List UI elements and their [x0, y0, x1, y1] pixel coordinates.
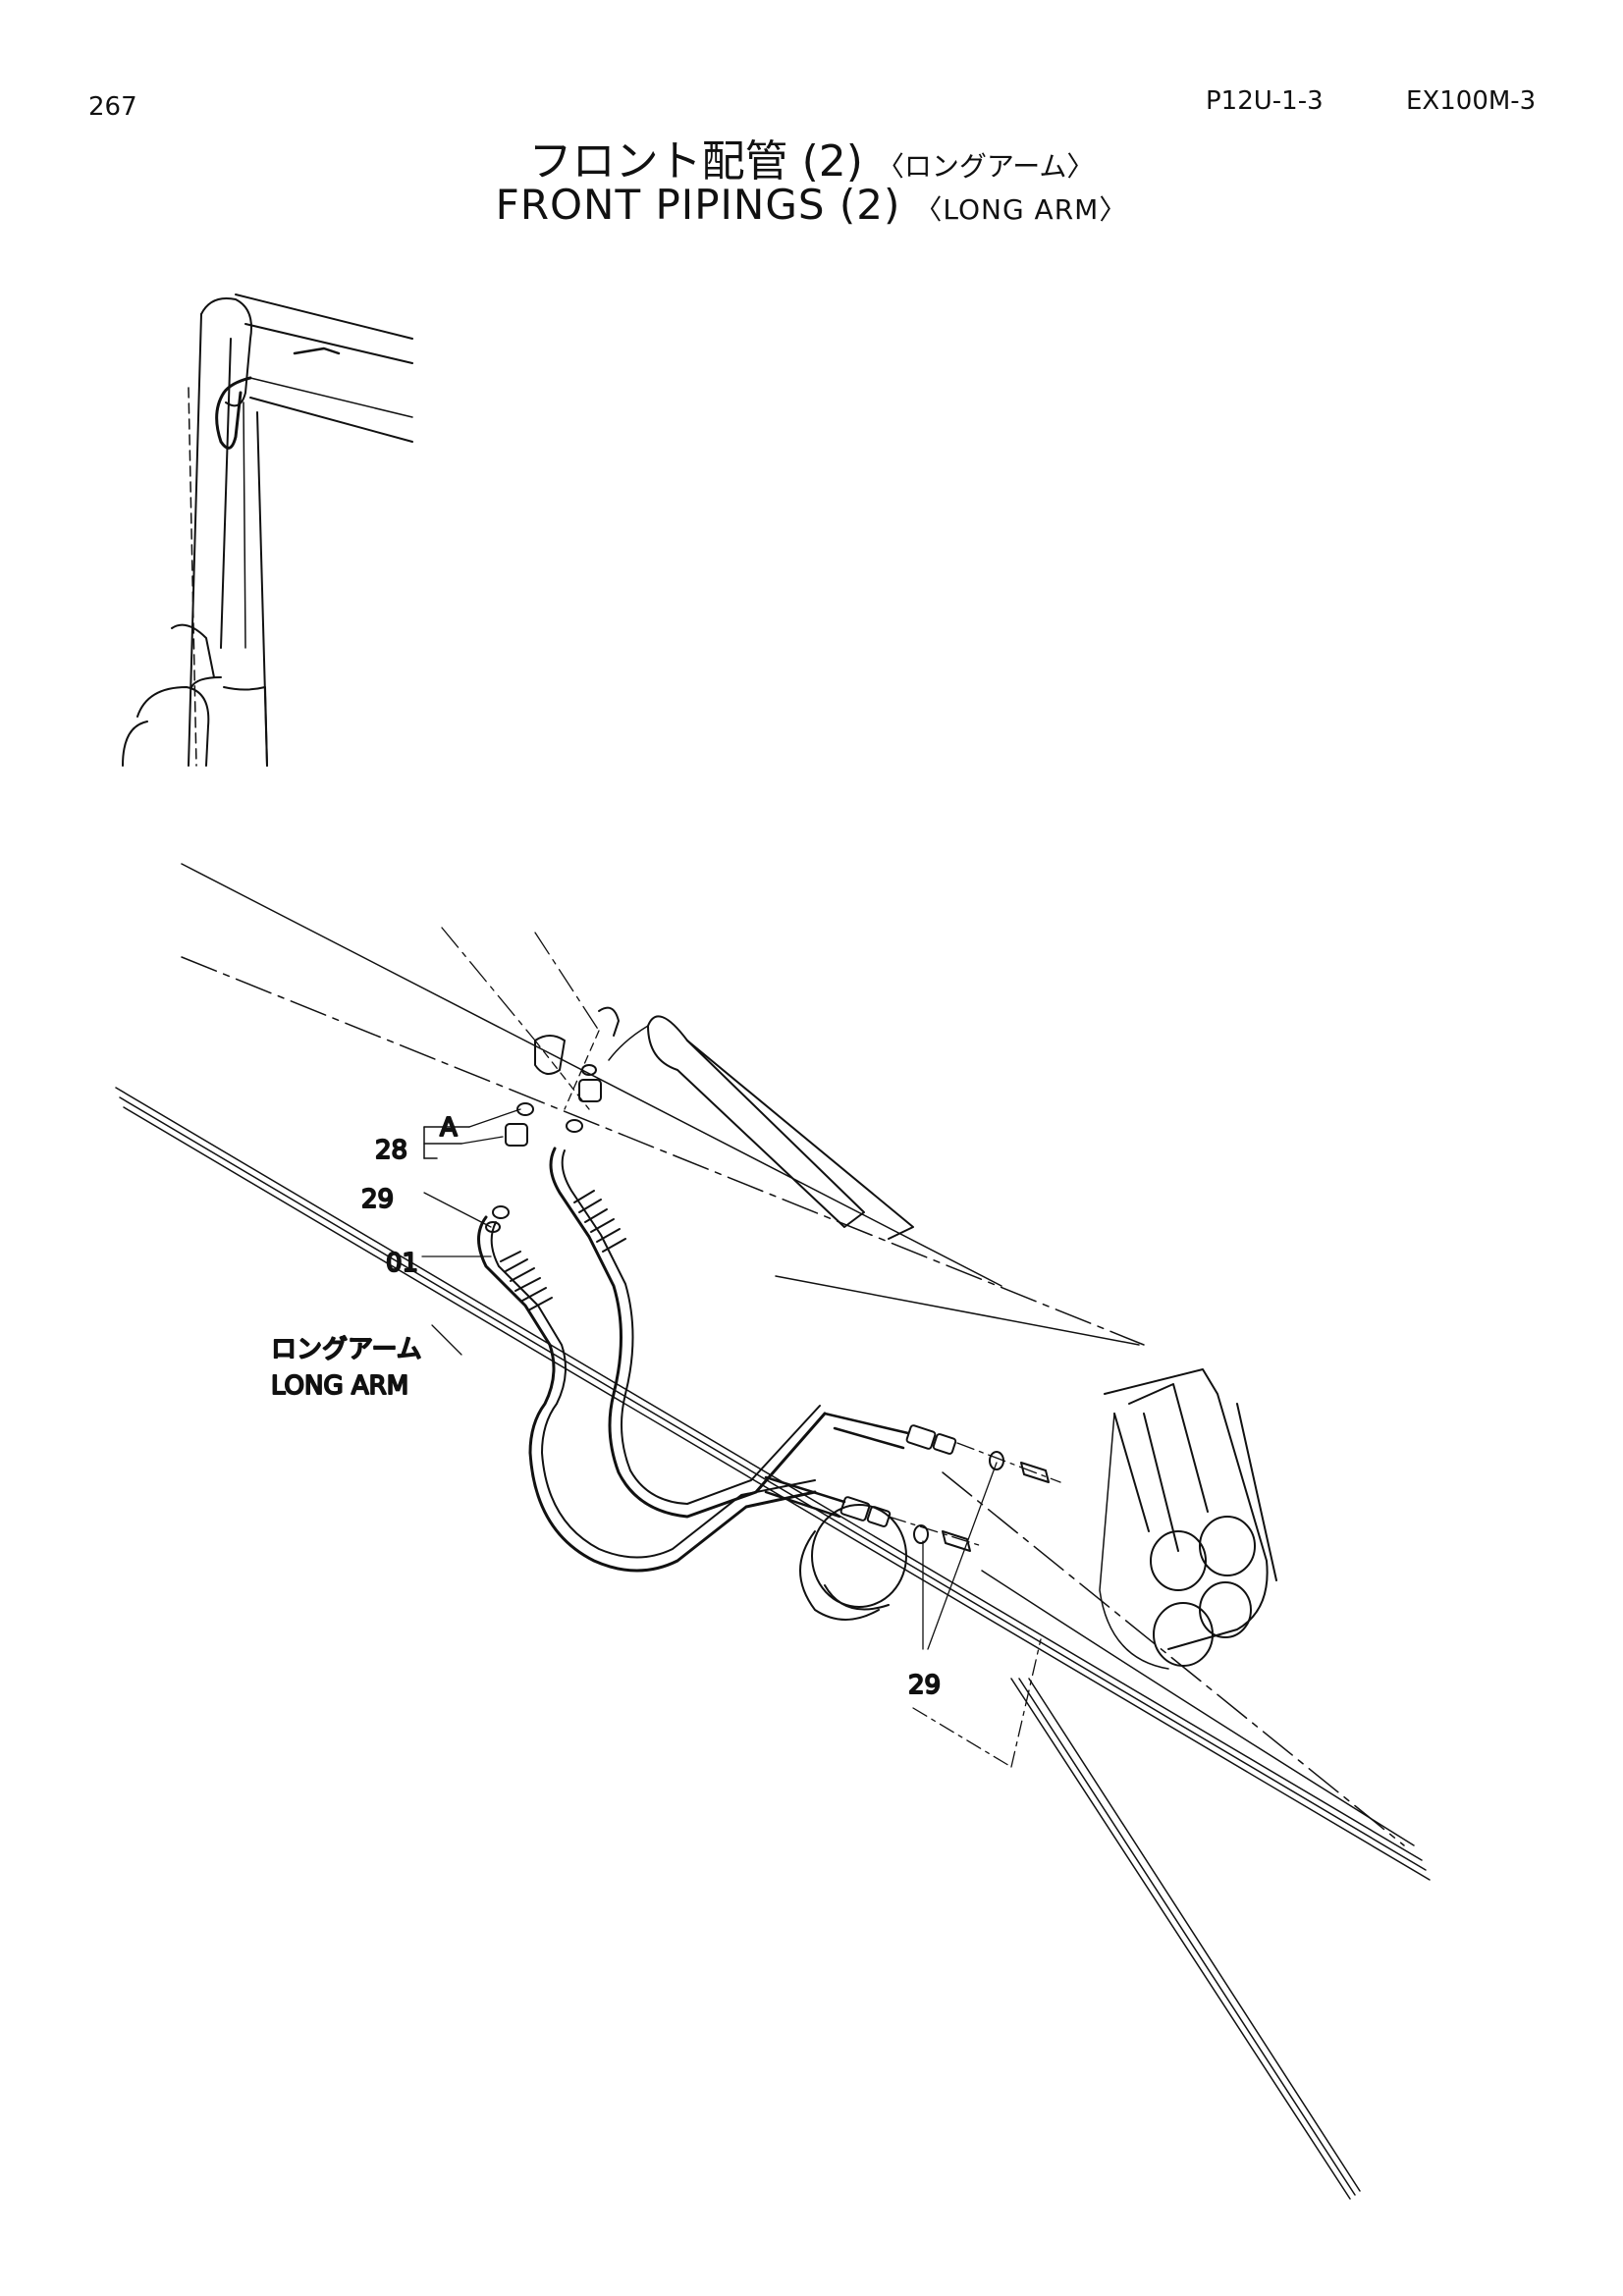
doc-code: P12U-1-3 [1206, 86, 1324, 116]
callout-01: 01 [386, 1249, 418, 1278]
arm-label-jp: ロングアーム [271, 1335, 422, 1364]
callout-a: A [440, 1113, 458, 1143]
title-en-main: FRONT PIPINGS (2) [495, 181, 901, 229]
callout-29-bottom: 29 [908, 1671, 941, 1700]
title-jp-sub: 〈ロングアーム〉 [876, 150, 1095, 183]
callout-28: 28 [375, 1136, 407, 1165]
title-jp-main: フロント配管 (2) [528, 136, 863, 187]
inset-overview [122, 294, 413, 767]
title-english: FRONT PIPINGS (2) 〈LONG ARM〉 [0, 181, 1623, 229]
title-en-sub: 〈LONG ARM〉 [914, 193, 1128, 226]
model-number: EX100M-3 [1406, 86, 1537, 116]
page-number: 267 [88, 92, 137, 122]
title-japanese: フロント配管 (2) 〈ロングアーム〉 [0, 126, 1623, 188]
callout-29-top: 29 [361, 1185, 394, 1214]
long-arm-drawing [115, 863, 1431, 2200]
arm-label-en: LONG ARM [271, 1371, 408, 1401]
